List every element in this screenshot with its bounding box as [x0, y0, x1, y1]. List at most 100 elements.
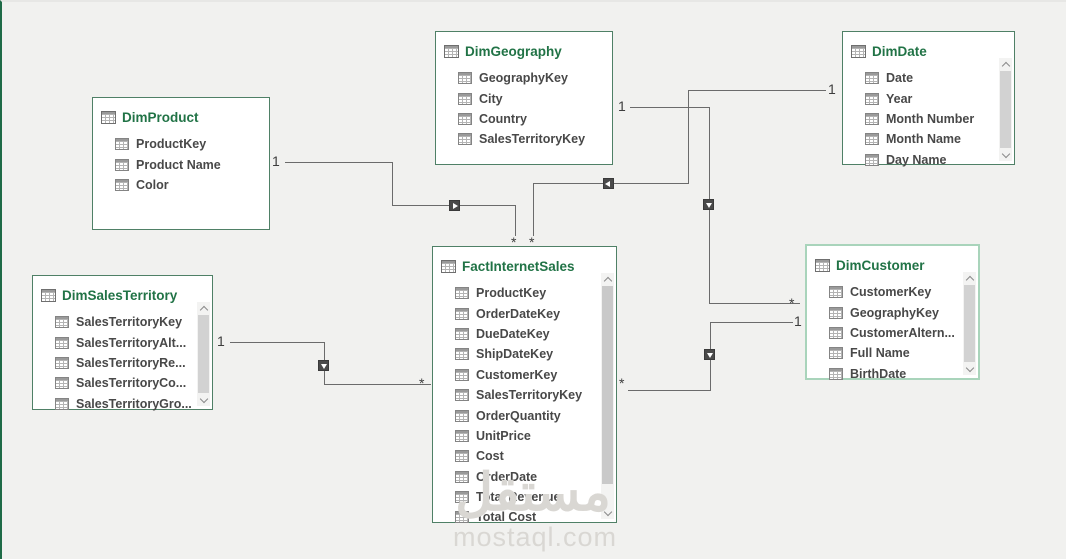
field-row[interactable]: GeographyKey	[829, 302, 963, 322]
field-icon	[829, 306, 843, 319]
field-icon	[455, 307, 469, 320]
table-header[interactable]: DimSalesTerritory	[33, 276, 212, 307]
field-icon	[865, 92, 879, 105]
relationship-line-segment[interactable]	[630, 107, 710, 108]
scroll-down-icon[interactable]	[601, 507, 614, 519]
field-row[interactable]: Country	[458, 109, 612, 129]
field-row[interactable]: UnitPrice	[455, 426, 601, 446]
cardinality-one-label: 1	[618, 98, 626, 114]
field-row[interactable]: Total Revenue	[455, 487, 601, 507]
relationship-line-segment[interactable]	[628, 390, 711, 391]
field-row[interactable]: SalesTerritoryKey	[458, 129, 612, 149]
relationship-line-segment[interactable]	[392, 162, 393, 206]
scroll-thumb[interactable]	[964, 285, 975, 362]
scrollbar[interactable]	[999, 58, 1012, 161]
scroll-thumb[interactable]	[198, 315, 209, 393]
relationship-line-segment[interactable]	[709, 303, 800, 304]
relationship-line-segment[interactable]	[324, 384, 431, 385]
field-row[interactable]: SalesTerritoryKey	[55, 312, 197, 332]
scroll-up-icon[interactable]	[601, 273, 614, 285]
cardinality-many-label: *	[419, 375, 425, 391]
field-label: Total Revenue	[476, 490, 561, 505]
scroll-thumb[interactable]	[1000, 71, 1011, 148]
field-icon	[455, 287, 469, 300]
table-header[interactable]: DimGeography	[436, 32, 612, 63]
relationship-line-segment[interactable]	[688, 90, 826, 91]
field-row[interactable]: Day Name	[865, 150, 999, 170]
field-row[interactable]: Year	[865, 88, 999, 108]
field-row[interactable]: OrderDate	[455, 467, 601, 487]
scroll-down-icon[interactable]	[197, 394, 210, 406]
field-row[interactable]: SalesTerritoryKey	[455, 385, 601, 405]
field-row[interactable]: SalesTerritoryAlt...	[55, 332, 197, 352]
field-icon	[458, 72, 472, 85]
field-row[interactable]: ProductKey	[115, 134, 269, 154]
field-row[interactable]: SalesTerritoryRe...	[55, 353, 197, 373]
field-row[interactable]: Product Name	[115, 154, 269, 174]
scrollbar[interactable]	[601, 273, 614, 519]
relationship-line-segment[interactable]	[285, 162, 393, 163]
field-row[interactable]: ProductKey	[455, 283, 601, 303]
field-row[interactable]: CustomerKey	[455, 365, 601, 385]
relationship-line-segment[interactable]	[533, 183, 534, 236]
field-label: SalesTerritoryKey	[76, 315, 183, 330]
field-icon	[829, 286, 843, 299]
relationship-arrow-icon[interactable]	[318, 360, 329, 371]
field-icon	[115, 178, 129, 191]
scroll-thumb[interactable]	[602, 286, 613, 484]
scrollbar[interactable]	[197, 302, 210, 406]
field-row[interactable]: CustomerKey	[829, 282, 963, 302]
relationship-arrow-icon[interactable]	[704, 349, 715, 360]
field-row[interactable]: Full Name	[829, 343, 963, 363]
scroll-up-icon[interactable]	[999, 58, 1012, 70]
field-label: Day Name	[886, 152, 947, 167]
table-header[interactable]: DimDate	[843, 32, 1014, 63]
scrollbar[interactable]	[963, 272, 976, 375]
field-row[interactable]: Month Number	[865, 109, 999, 129]
scroll-down-icon[interactable]	[999, 149, 1012, 161]
field-row[interactable]: OrderDateKey	[455, 303, 601, 323]
relationship-line-segment[interactable]	[710, 322, 793, 323]
field-row[interactable]: Color	[115, 175, 269, 195]
scroll-down-icon[interactable]	[963, 363, 976, 375]
field-icon	[455, 511, 469, 524]
field-row[interactable]: SalesTerritoryCo...	[55, 373, 197, 393]
field-row[interactable]: GeographyKey	[458, 68, 612, 88]
table-header[interactable]: FactInternetSales	[433, 247, 616, 278]
field-row[interactable]: Total Cost	[455, 507, 601, 527]
field-label: OrderDateKey	[476, 306, 561, 321]
field-row[interactable]: CustomerAltern...	[829, 323, 963, 343]
field-row[interactable]: DueDateKey	[455, 324, 601, 344]
field-icon	[115, 138, 129, 151]
table-header[interactable]: DimCustomer	[807, 246, 978, 277]
table-icon	[444, 44, 459, 58]
field-row[interactable]: City	[458, 88, 612, 108]
field-label: DueDateKey	[476, 326, 550, 341]
field-icon	[55, 316, 69, 329]
relationship-line-segment[interactable]	[230, 342, 325, 343]
field-row[interactable]: Date	[865, 68, 999, 88]
relationship-arrow-icon[interactable]	[449, 200, 460, 211]
field-row[interactable]: OrderQuantity	[455, 405, 601, 425]
scroll-up-icon[interactable]	[197, 302, 210, 314]
field-row[interactable]: SalesTerritoryGro...	[55, 394, 197, 414]
relationship-line-segment[interactable]	[688, 90, 689, 184]
field-row[interactable]: ShipDateKey	[455, 344, 601, 364]
relationship-line-segment[interactable]	[515, 205, 516, 236]
field-icon	[865, 133, 879, 146]
field-icon	[829, 326, 843, 339]
table-header[interactable]: DimProduct	[93, 98, 269, 129]
relationship-arrow-icon[interactable]	[703, 199, 714, 210]
field-row[interactable]: Cost	[455, 446, 601, 466]
scroll-up-icon[interactable]	[963, 272, 976, 284]
field-row[interactable]: BirthDate	[829, 364, 963, 384]
relationship-arrow-icon[interactable]	[603, 178, 614, 189]
field-row[interactable]: Month Name	[865, 129, 999, 149]
